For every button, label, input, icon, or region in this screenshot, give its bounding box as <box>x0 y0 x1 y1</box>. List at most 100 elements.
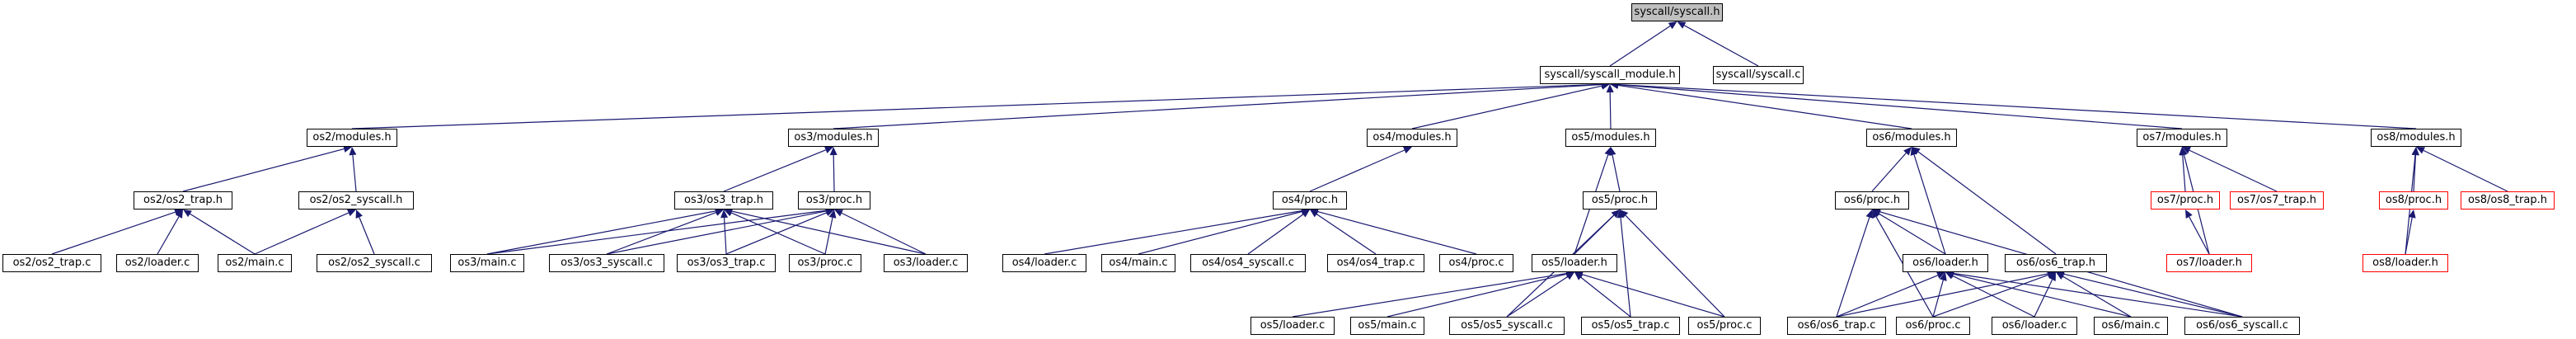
node-os6-proc-c[interactable]: os6/proc.c <box>1896 317 1970 335</box>
edge-os5sysc-to-os5loaderh <box>1506 275 1568 318</box>
edge-arrowhead <box>1565 272 1574 280</box>
edge-arrowhead <box>1601 82 1610 90</box>
edge-arrowhead <box>1301 210 1310 218</box>
node-os6-modules-h[interactable]: os6/modules.h <box>1866 129 1957 147</box>
edge-arrowhead <box>2180 147 2188 156</box>
edge-arrowhead <box>347 209 356 217</box>
node-syscall-module-h[interactable]: syscall/syscall_module.h <box>1540 66 1680 84</box>
edge-os4main-to-os4proc <box>1138 210 1302 255</box>
node-os3-os3-trap-c[interactable]: os3/os3_trap.c <box>677 254 776 272</box>
edge-arrowhead <box>1668 21 1677 30</box>
edge-os6traph-to-os6mod <box>1917 151 2057 255</box>
edge-os4mod-to-mod <box>1411 85 1602 129</box>
node-os3-proc-c[interactable]: os3/proc.c <box>789 254 861 272</box>
node-os3-proc-h[interactable]: os3/proc.h <box>798 191 870 210</box>
edge-arrowhead <box>829 147 838 156</box>
node-os4-proc-h[interactable]: os4/proc.h <box>1273 191 1347 210</box>
node-os6-main-c[interactable]: os6/main.c <box>2094 317 2168 335</box>
edge-arrowhead <box>1606 84 1614 93</box>
node-os8-os8-trap-h[interactable]: os8/os8_trap.h <box>2461 191 2555 210</box>
edge-os2loader-to-os2trap <box>157 216 180 255</box>
edge-os3proc-to-os3mod <box>833 154 835 192</box>
edge-arrowhead <box>343 145 352 153</box>
node-os3-main-c[interactable]: os3/main.c <box>450 254 524 272</box>
node-os2-os2-syscall-c[interactable]: os2/os2_syscall.c <box>317 254 432 272</box>
node-os5-modules-h[interactable]: os5/modules.h <box>1565 129 1656 147</box>
edge-arrowhead <box>2416 147 2425 154</box>
node-os4-modules-h[interactable]: os4/modules.h <box>1367 129 1457 147</box>
edge-arrowhead <box>1620 210 1629 219</box>
edge-os3mod-to-mod <box>833 83 1602 129</box>
node-os7-os7-trap-h[interactable]: os7/os7_trap.h <box>2230 191 2324 210</box>
node-os7-modules-h[interactable]: os7/modules.h <box>2137 129 2227 147</box>
edge-os7mod-to-mod <box>1617 84 2183 129</box>
node-os5-os5-syscall-c[interactable]: os5/os5_syscall.c <box>1449 317 1565 335</box>
edge-arrowhead <box>720 210 729 219</box>
edge-arrowhead <box>1865 210 1874 219</box>
edge-arrowhead <box>1912 147 1921 155</box>
node-os4-os4-trap-c[interactable]: os4/os4_trap.c <box>1327 254 1424 272</box>
node-os7-proc-h[interactable]: os7/proc.h <box>2151 191 2220 210</box>
edge-arrowhead <box>1611 210 1620 219</box>
node-os5-proc-c[interactable]: os5/proc.c <box>1688 317 1761 335</box>
node-os7-loader-h[interactable]: os7/loader.h <box>2166 254 2252 272</box>
edge-arrowhead <box>828 210 837 219</box>
node-os2-main-c[interactable]: os2/main.c <box>218 254 292 272</box>
node-os3-modules-h[interactable]: os3/modules.h <box>788 129 879 147</box>
node-os4-main-c[interactable]: os4/main.c <box>1101 254 1175 272</box>
node-syscall-c[interactable]: syscall/syscall.c <box>1713 66 1804 84</box>
edge-arrowhead <box>834 210 843 217</box>
node-os4-loader-c[interactable]: os4/loader.c <box>1002 254 1086 272</box>
node-os5-loader-c[interactable]: os5/loader.c <box>1250 317 1335 335</box>
node-os4-os4-syscall-c[interactable]: os4/os4_syscall.c <box>1190 254 1306 272</box>
edge-os3trapc-to-os3proc <box>725 212 827 255</box>
edge-os4proc-to-os4mod <box>1309 149 1405 192</box>
node-os5-os5-trap-c[interactable]: os5/os5_trap.c <box>1581 317 1680 335</box>
node-os6-os6-trap-c[interactable]: os6/os6_trap.c <box>1787 317 1886 335</box>
node-os8-modules-h[interactable]: os8/modules.h <box>2371 129 2461 147</box>
node-os2-os2-trap-c[interactable]: os2/os2_trap.c <box>2 254 101 272</box>
node-os3-os3-syscall-c[interactable]: os3/os3_syscall.c <box>549 254 664 272</box>
edge-arrowhead <box>2056 270 2065 278</box>
edge-os6trapc-to-os6loaderh <box>1836 275 1938 318</box>
node-syscall-h: syscall/syscall.h <box>1631 3 1723 21</box>
edge-os2sysc-to-os2sys <box>359 217 375 255</box>
edge-arrowhead <box>1939 272 1947 281</box>
edge-arrowhead <box>1903 147 1912 156</box>
node-os3-loader-c[interactable]: os3/loader.c <box>884 254 968 272</box>
node-os2-modules-h[interactable]: os2/modules.h <box>307 129 397 147</box>
edge-os7traph-to-os7mod <box>2189 149 2278 192</box>
node-os6-loader-h[interactable]: os6/loader.h <box>1903 254 1988 272</box>
node-os2-os2-trap-h[interactable]: os2/os2_trap.h <box>134 191 232 210</box>
node-os2-os2-syscall-h[interactable]: os2/os2_syscall.h <box>298 191 414 210</box>
node-os6-os6-trap-h[interactable]: os6/os6_trap.h <box>2005 254 2107 272</box>
edge-os6loaderc-to-os6traph <box>2034 279 2053 318</box>
node-os4-proc-c[interactable]: os4/proc.c <box>1439 254 1513 272</box>
edge-os3main-to-os3proc <box>486 210 827 255</box>
edge-arrowhead <box>1872 210 1879 219</box>
node-os6-os6-syscall-c[interactable]: os6/os6_syscall.c <box>2184 317 2300 335</box>
edge-arrowhead <box>2185 210 2193 219</box>
edge-arrowhead <box>176 210 183 219</box>
node-os8-loader-h[interactable]: os8/loader.h <box>2363 254 2448 272</box>
node-os6-loader-c[interactable]: os6/loader.c <box>1992 317 2077 335</box>
node-os5-main-c[interactable]: os5/main.c <box>1350 317 1424 335</box>
edge-os3sysc-to-os3trap <box>606 211 716 255</box>
edge-os4sysc-to-os4proc <box>1247 214 1304 255</box>
edge-os2trapc-to-os2trap <box>51 211 176 255</box>
node-os8-proc-h[interactable]: os8/proc.h <box>2379 191 2448 210</box>
node-os3-os3-trap-h[interactable]: os3/os3_trap.h <box>674 191 773 210</box>
edge-arrowhead <box>1872 208 1881 216</box>
edge-arrowhead <box>1604 147 1612 156</box>
edge-arrowhead <box>2408 210 2416 219</box>
edge-os5trapc-to-os5proc <box>1620 217 1631 318</box>
node-os2-loader-c[interactable]: os2/loader.c <box>116 254 199 272</box>
node-os5-proc-h[interactable]: os5/proc.h <box>1583 191 1657 210</box>
edge-arrowhead <box>1310 208 1319 215</box>
node-os5-loader-h[interactable]: os5/loader.h <box>1532 254 1617 272</box>
edge-os4trapc-to-os4proc <box>1316 214 1377 255</box>
node-os6-proc-h[interactable]: os6/proc.h <box>1835 191 1909 210</box>
edge-os8proc-to-os8mod <box>2413 154 2417 192</box>
edge-os5proc-to-os5mod <box>1612 154 1621 192</box>
